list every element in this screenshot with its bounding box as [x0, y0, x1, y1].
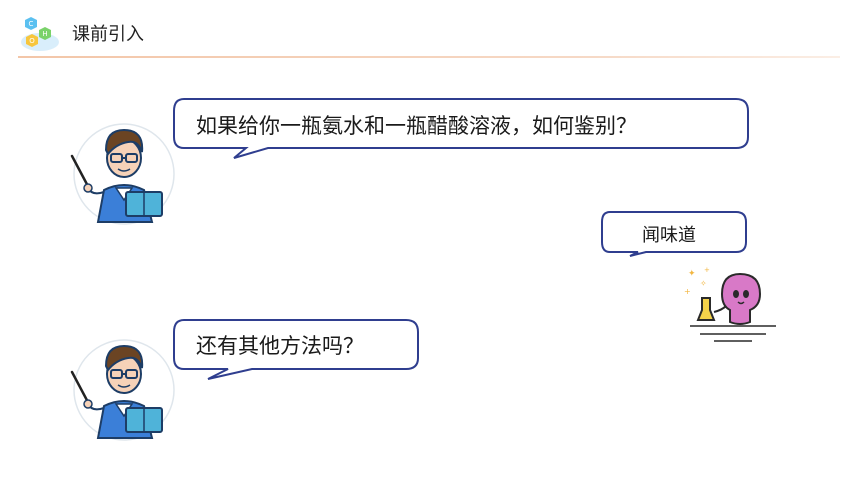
svg-text:✦: ✦ [688, 269, 696, 279]
logo-letter-c: C [29, 20, 34, 28]
student-answer: 闻味道 [642, 225, 696, 246]
teacher-icon [70, 339, 175, 441]
svg-text:+: + [684, 287, 691, 296]
chemistry-logo-icon: C H O [21, 17, 59, 51]
page-title: 课前引入 [72, 24, 144, 45]
teacher-question-1: 如果给你一瓶氨水和一瓶醋酸溶液，如何鉴别？ [196, 114, 637, 138]
svg-text:✧: ✧ [700, 279, 707, 288]
smelling-flask-icon: ✦ ✧ + + [684, 266, 776, 342]
svg-text:+: + [704, 266, 710, 274]
teacher-question-2: 还有其他方法吗？ [196, 334, 364, 358]
logo-letter-h: H [42, 30, 47, 38]
speech-bubble-3 [173, 319, 419, 380]
teacher-icon [70, 123, 175, 225]
header-divider [18, 56, 840, 58]
speech-bubble-1 [173, 98, 749, 159]
logo-letter-o: O [29, 37, 35, 45]
speech-bubble-2 [601, 211, 747, 257]
